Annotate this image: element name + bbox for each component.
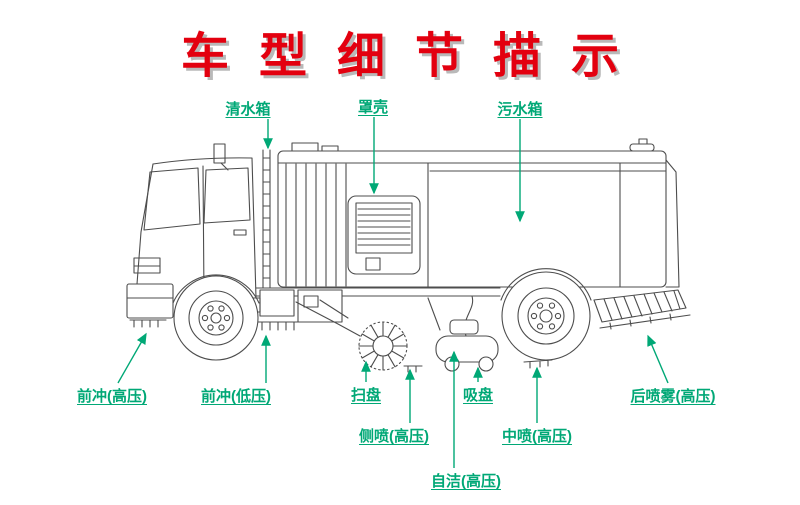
cover-shell-box (347, 195, 421, 275)
sweep-brush (295, 299, 408, 371)
underbody-equipment (249, 289, 553, 373)
label-cover-shell: 罩壳 (357, 99, 389, 116)
tank-body (262, 138, 680, 289)
label-sewage-tank: 污水箱 (497, 101, 543, 118)
arrow-front-flush-high (117, 332, 147, 384)
label-sweep-disc: 扫盘 (350, 387, 382, 404)
suction-unit (427, 295, 499, 372)
label-front-flush-high: 前冲(高压) (77, 388, 147, 405)
label-suction-plate: 吸盘 (462, 387, 494, 404)
arrow-rear-spray (647, 334, 669, 384)
label-rear-spray: 后喷雾(高压) (630, 388, 716, 405)
front-wheel (172, 274, 260, 361)
rear-spray-bar (593, 289, 691, 330)
label-front-flush-low: 前冲(低压) (201, 388, 271, 405)
label-side-spray: 侧喷(高压) (359, 428, 429, 445)
chassis-frame (255, 287, 501, 297)
label-middle-spray: 中喷(高压) (502, 428, 572, 445)
callout-arrows (117, 117, 669, 468)
truck-cab (126, 143, 261, 328)
page-title: 车型细节描示 (180, 30, 649, 83)
label-self-clean: 自洁(高压) (431, 473, 501, 490)
rear-wheel (500, 268, 592, 361)
label-clean-water-tank: 清水箱 (225, 101, 271, 118)
